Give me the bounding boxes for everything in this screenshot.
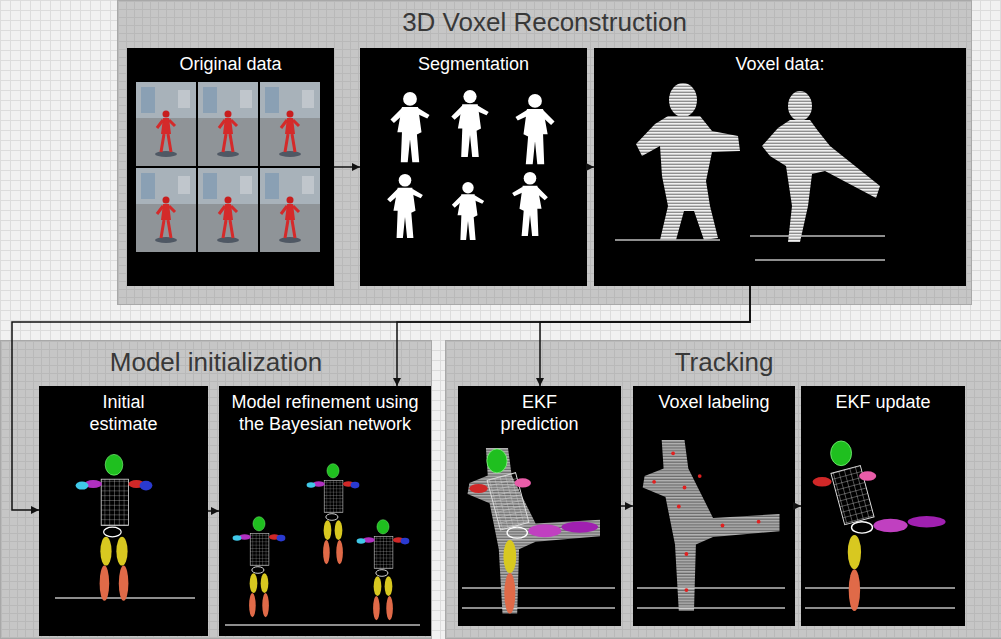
stage-panel: 3D Voxel ReconstructionOriginal data Segm… [117,0,972,305]
image-title: Voxel labeling [633,386,795,414]
panel-title: 3D Voxel Reconstruction [118,1,971,38]
image-title: EKF prediction [488,386,592,435]
image-panel: Original data [127,48,334,286]
panel-title: Model initialization [1,341,431,378]
image-panel: EKF prediction [458,386,621,626]
panel-title: Tracking [446,341,1001,378]
image-title: Initial estimate [69,386,179,435]
image-title: EKF update [801,386,965,414]
image-panel: Initial estimate [39,386,208,636]
stage-panel: TrackingEKF prediction Voxel labelingEKF … [445,340,1001,639]
stage-panel: Model initializationInitial estimate Mode… [0,340,432,639]
image-panel: Voxel data: [594,48,966,286]
image-title: Original data [127,48,334,76]
image-title: Voxel data: [594,48,966,76]
image-title: Model refinement using the Bayesian netw… [219,386,431,435]
image-title: Segmentation [360,48,587,76]
image-panel: Model refinement using the Bayesian netw… [219,386,431,636]
image-panel: EKF update [801,386,965,626]
image-panel: Segmentation [360,48,587,286]
image-panel: Voxel labeling [633,386,795,626]
